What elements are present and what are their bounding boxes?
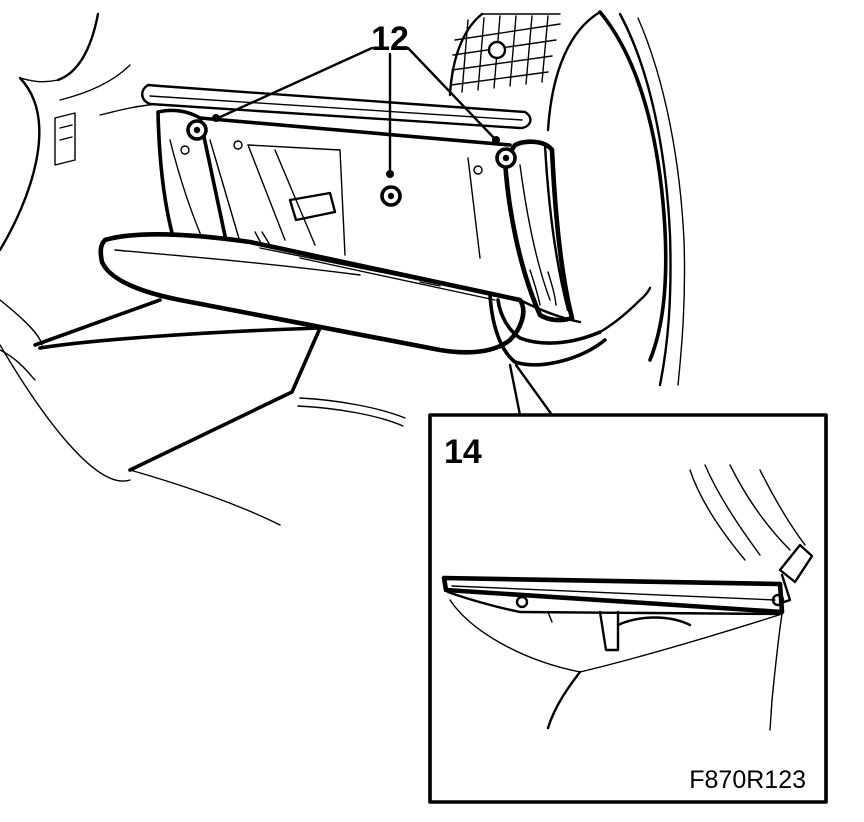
- detail-screw-left-icon: [515, 595, 529, 609]
- floor-console-lines: [0, 298, 406, 526]
- detail-leader: [508, 363, 554, 417]
- screw-left: [186, 119, 208, 141]
- screw-center: [380, 185, 402, 207]
- glovebox-lid: [98, 232, 652, 367]
- callout-label-12: 12: [371, 20, 409, 58]
- screw-right: [495, 147, 517, 169]
- center-air-vent: [448, 12, 561, 97]
- detail-label-14: 14: [444, 433, 482, 471]
- upper-trim-bar: [141, 83, 532, 147]
- screws: [186, 119, 517, 207]
- door-seal-right: [546, 10, 686, 387]
- figure-reference: F870R123: [689, 766, 806, 794]
- dashboard-left-section: [0, 12, 161, 381]
- detail-screw-right-icon: [771, 593, 785, 607]
- glovebox-opening-frame: [156, 108, 575, 323]
- glovebox-cavity: [209, 139, 483, 259]
- leader-lines-12: [212, 46, 500, 178]
- vent-knob-icon: [487, 40, 507, 60]
- cavity-latch-slot: [288, 191, 337, 222]
- detail-inset-14: 14 F870R123: [428, 413, 828, 804]
